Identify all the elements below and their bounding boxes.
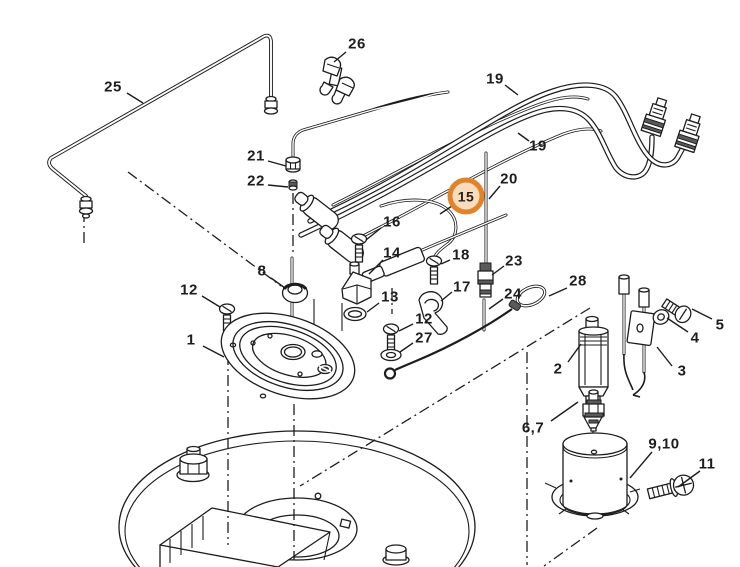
callout-27[interactable]: 27 [415, 329, 433, 347]
callout-15-highlighted[interactable]: 15 [447, 177, 485, 215]
o-ring-13 [343, 306, 367, 322]
callout-23[interactable]: 23 [505, 252, 523, 270]
fuel-pipe-25 [47, 33, 279, 219]
callout-17[interactable]: 17 [453, 278, 471, 296]
callout-2[interactable]: 2 [553, 360, 563, 378]
union-nut-21 [285, 156, 301, 173]
callout-13[interactable]: 13 [381, 288, 399, 306]
screw-11-icon [646, 474, 695, 500]
callout-5[interactable]: 5 [715, 316, 725, 334]
flame-cup-9-10 [544, 432, 641, 520]
callout-1[interactable]: 1 [186, 331, 196, 349]
screw-18-icon [425, 255, 443, 285]
tank-duct [159, 507, 331, 567]
fuel-hoses-19 [298, 82, 701, 238]
burner-flange-1 [220, 312, 356, 400]
washer-27-icon [380, 348, 402, 362]
callout-12-left[interactable]: 12 [180, 281, 198, 299]
callout-20[interactable]: 20 [500, 170, 518, 188]
clips-26 [319, 56, 355, 105]
callout-19-upper[interactable]: 19 [486, 70, 504, 88]
ferrule-22 [288, 179, 298, 191]
nozzle-holder-2 [578, 315, 609, 408]
fuel-pipe-21-stub [291, 90, 450, 159]
callout-24[interactable]: 24 [504, 285, 522, 303]
callout-25[interactable]: 25 [104, 78, 122, 96]
callout-16[interactable]: 16 [383, 213, 401, 231]
callout-22[interactable]: 22 [247, 172, 265, 190]
screw-12-mid-icon [382, 323, 400, 353]
ignition-lead-15 [379, 198, 458, 263]
callout-8[interactable]: 8 [257, 262, 267, 280]
callout-3[interactable]: 3 [677, 362, 687, 380]
callout-21[interactable]: 21 [247, 147, 265, 165]
callout-11[interactable]: 11 [698, 455, 716, 473]
ignition-cables [331, 95, 603, 241]
screw-5-icon [661, 298, 692, 324]
centerlines [83, 171, 598, 567]
elbow-fitting [341, 261, 372, 305]
tank-nut-small-icon [382, 544, 410, 566]
leader-lines [126, 51, 713, 488]
tank-nut-icon [176, 445, 210, 483]
hose-fitting-icon [640, 97, 668, 138]
washer-4-icon [652, 309, 670, 325]
spark-plug-boot-icon [294, 191, 339, 231]
callout-9-10[interactable]: 9,10 [648, 435, 680, 453]
hose-fitting-icon [674, 113, 701, 154]
callout-28[interactable]: 28 [569, 272, 587, 290]
nozzle-6-7 [582, 389, 605, 432]
callout-26[interactable]: 26 [348, 35, 366, 53]
tank-body [118, 430, 476, 567]
pull-cable-28 [383, 284, 547, 380]
callout-14[interactable]: 14 [383, 244, 401, 262]
callout-19-lower[interactable]: 19 [529, 137, 547, 155]
callout-18[interactable]: 18 [452, 246, 470, 264]
callout-12-mid[interactable]: 12 [415, 310, 433, 328]
grommet-8 [281, 282, 309, 304]
spark-plug-boot-icon [319, 224, 364, 264]
callout-6-7[interactable]: 6,7 [521, 419, 545, 437]
clamp-17 [418, 291, 448, 335]
coupler-23 [477, 262, 494, 298]
callout-4[interactable]: 4 [690, 329, 700, 347]
screw-16-icon [350, 233, 368, 263]
electrodes-3 [618, 274, 656, 398]
